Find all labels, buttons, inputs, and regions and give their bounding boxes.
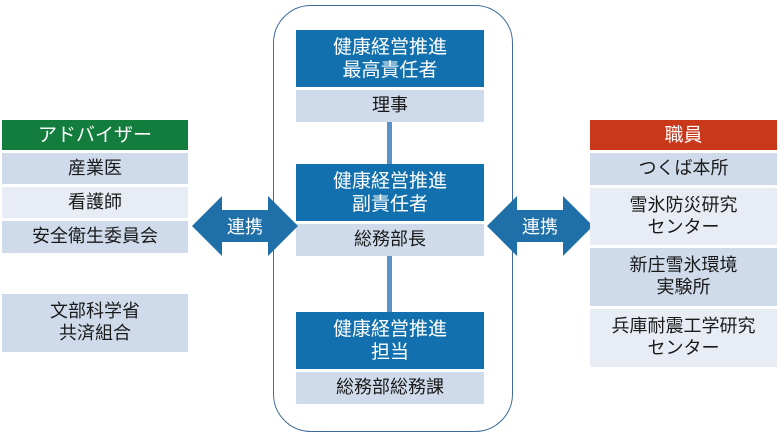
staff-item-shinjo: 新庄雪氷環境 実験所 (590, 248, 777, 306)
collaboration-arrow-left: 連携 (192, 194, 298, 258)
role-staff-holder: 総務部総務課 (296, 372, 484, 404)
collaboration-label-left: 連携 (227, 217, 263, 238)
staff-item-tsukuba: つくば本所 (590, 153, 777, 185)
collaboration-label-right: 連携 (522, 217, 558, 238)
collaboration-arrow-right: 連携 (487, 194, 593, 258)
mext-mutual-aid-box: 文部科学省 共済組合 (2, 294, 188, 352)
connector-line-top (387, 122, 392, 170)
connector-line-bottom (387, 255, 392, 313)
advisor-item-safety-committee: 安全衛生委員会 (2, 221, 188, 253)
role-deputy-title: 健康経営推進 副責任者 (296, 164, 484, 221)
staff-item-snow-ice-center: 雪氷防災研究 センター (590, 188, 777, 245)
advisor-item-occupational-physician: 産業医 (2, 153, 188, 184)
staff-header: 職員 (590, 120, 777, 150)
role-chief-title: 健康経営推進 最高責任者 (296, 30, 484, 87)
advisor-header: アドバイザー (2, 120, 188, 150)
advisor-item-nurse: 看護師 (2, 187, 188, 218)
double-arrow-icon (487, 196, 593, 256)
role-staff-title: 健康経営推進 担当 (296, 312, 484, 369)
staff-item-hyogo: 兵庫耐震工学研究 センター (590, 309, 777, 367)
role-deputy-holder: 総務部長 (296, 224, 484, 256)
role-chief-holder: 理事 (296, 90, 484, 122)
double-arrow-icon (192, 196, 298, 256)
